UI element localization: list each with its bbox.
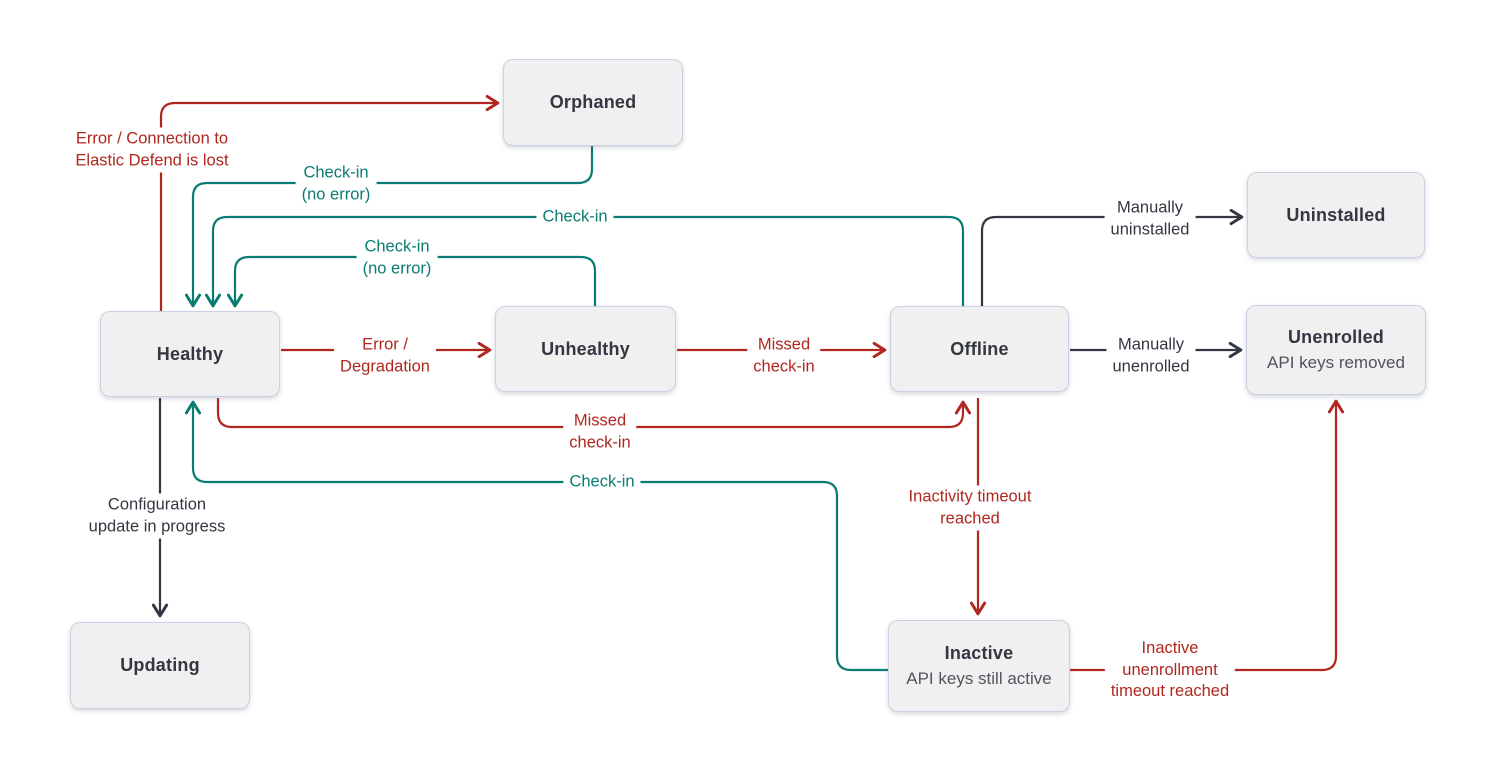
edge-label-offline-to-uninstalled: Manually uninstalled xyxy=(1104,196,1196,242)
node-uninstalled-title: Uninstalled xyxy=(1286,204,1386,225)
node-inactive-title: Inactive xyxy=(944,643,1014,663)
edge-inactive-to-unenrolled xyxy=(1070,399,1345,672)
edge-label-offline-to-inactive: Inactivity timeout reached xyxy=(902,485,1038,531)
edge-label-offline-to-healthy: Check-in xyxy=(536,205,614,229)
node-orphaned-title: Orphaned xyxy=(549,92,637,112)
edge-label-unhealthy-to-offline: Missed check-in xyxy=(747,333,821,379)
node-inactive-subtitle: API keys still active xyxy=(906,669,1052,688)
node-uninstalled: Uninstalled xyxy=(1247,172,1425,258)
node-updating: Updating xyxy=(70,622,250,709)
node-unenrolled-title: Unenrolled xyxy=(1287,327,1384,347)
node-updating-title: Updating xyxy=(120,655,200,675)
edge-label-healthy-to-unhealthy: Error / Degradation xyxy=(334,333,436,379)
edge-orphaned-to-healthy xyxy=(184,146,594,308)
edge-label-unhealthy-to-healthy: Check-in (no error) xyxy=(356,235,438,281)
edge-offline-to-healthy xyxy=(204,215,965,308)
node-unenrolled-subtitle: API keys removed xyxy=(1267,353,1405,372)
edge-label-inactive-to-healthy: Check-in xyxy=(563,470,641,494)
node-unhealthy-title: Unhealthy xyxy=(541,338,630,359)
node-offline: Offline xyxy=(890,306,1069,392)
node-offline-title: Offline xyxy=(950,338,1009,359)
edge-label-offline-to-unenrolled: Manually unenrolled xyxy=(1106,333,1196,379)
edge-label-healthy-to-orphaned: Error / Connection to Elastic Defend is … xyxy=(69,127,235,173)
edge-offline-to-uninstalled xyxy=(980,208,1244,306)
node-healthy: Healthy xyxy=(100,311,280,397)
edge-healthy-to-orphaned xyxy=(159,94,500,311)
edge-label-healthy-to-updating: Configuration update in progress xyxy=(82,493,232,539)
node-healthy-title: Healthy xyxy=(156,343,224,364)
node-orphaned: Orphaned xyxy=(503,59,683,146)
node-unhealthy: Unhealthy xyxy=(495,306,676,392)
edge-inactive-to-healthy xyxy=(184,400,888,672)
edge-label-orphaned-to-healthy: Check-in (no error) xyxy=(295,161,377,207)
edge-label-inactive-to-unenrolled: Inactive unenrollment timeout reached xyxy=(1104,636,1236,704)
edge-label-healthy-to-offline: Missed check-in xyxy=(563,409,637,455)
